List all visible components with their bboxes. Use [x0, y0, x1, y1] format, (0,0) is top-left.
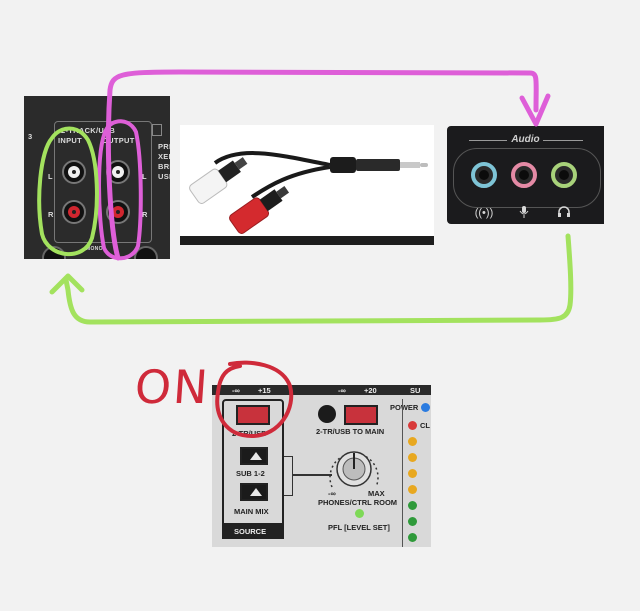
meter-led-8 — [408, 533, 417, 542]
microphone-icon — [514, 206, 534, 221]
side-text-3: BRE — [158, 162, 170, 171]
2tr-usb-to-main-label: 2-TR/USB TO MAIN — [316, 427, 385, 436]
xlr-icon — [318, 405, 336, 423]
2tr-usb-label: 2-TR/USB — [232, 429, 267, 438]
2tr-usb-to-main-button[interactable] — [344, 405, 378, 425]
meter-led-1 — [408, 421, 417, 430]
meter-led-5 — [408, 485, 417, 494]
audio-title-line-right — [543, 140, 583, 141]
meter-divider — [402, 399, 403, 547]
sub-1-2-label: SUB 1-2 — [236, 469, 265, 478]
mono-label: MONO — [86, 246, 103, 252]
laptop-audio-ports-photo: Audio ((•)) — [447, 126, 604, 224]
meter-led-4 — [408, 469, 417, 478]
output-label: OUTPUT — [102, 136, 135, 145]
main-mix-label: MAIN MIX — [234, 507, 269, 516]
scale-strip — [212, 385, 431, 395]
pfl-label: PFL [LEVEL SET] — [328, 523, 390, 532]
microphone-port[interactable] — [511, 162, 537, 188]
left-channel-label-output: L — [142, 172, 147, 181]
headphone-port[interactable] — [551, 162, 577, 188]
cable-photo-floor — [180, 236, 434, 245]
source-to-knob-line — [292, 474, 332, 476]
scale-left-min: -∞ — [232, 386, 240, 395]
headphone-icon — [554, 206, 574, 221]
input-right-rca-jack[interactable] — [62, 200, 86, 224]
power-led — [421, 403, 430, 412]
input-label: INPUT — [58, 136, 82, 145]
meter-led-2 — [408, 437, 417, 446]
knob-max-label: MAX — [368, 489, 385, 498]
meter-led-3 — [408, 453, 417, 462]
ports-bezel — [453, 148, 601, 208]
audio-title: Audio — [511, 134, 540, 145]
line-in-port[interactable] — [471, 162, 497, 188]
pink-connection-arrow — [105, 69, 539, 261]
phones-ctrl-room-label: PHONES/CTRL ROOM — [318, 498, 398, 507]
line-in-icon: ((•)) — [474, 207, 494, 219]
input-left-rca-jack[interactable] — [62, 160, 86, 184]
audio-title-line-left — [469, 140, 507, 141]
red-on-circle — [215, 360, 294, 439]
side-text-1: PRI — [158, 142, 170, 151]
2tr-usb-button[interactable] — [236, 405, 270, 425]
cable-illustration — [189, 151, 428, 234]
scale-mid-min: -∞ — [338, 386, 346, 395]
meter-led-7 — [408, 517, 417, 526]
clip-label: CL — [420, 421, 430, 430]
on-annotation: ON — [133, 360, 212, 414]
source-selector-panel: -∞ +15 -∞ +20 SU 2-TR/USB SUB 1-2 MAIN M… — [212, 385, 431, 547]
channel-number: 3 — [28, 132, 33, 141]
pink-output-circle — [97, 119, 143, 261]
two-track-usb-label: 2-TRACK/USB — [61, 126, 116, 135]
green-connection-arrow — [63, 233, 574, 325]
scale-right: SU — [410, 386, 421, 395]
side-text-4: USB — [158, 172, 170, 181]
green-input-circle — [37, 126, 99, 256]
scale-mid-max: +20 — [364, 386, 377, 395]
side-text-2: XEN — [158, 152, 170, 161]
sub-1-2-button[interactable] — [240, 447, 268, 465]
main-mix-button[interactable] — [240, 483, 268, 501]
side-mark — [152, 124, 162, 136]
right-channel-label-input: R — [48, 210, 54, 219]
meter-led-6 — [408, 501, 417, 510]
knob-min-label: -∞ — [328, 489, 336, 498]
left-channel-label-input: L — [48, 172, 53, 181]
pfl-led — [355, 509, 364, 518]
phones-ctrl-room-knob[interactable] — [324, 441, 384, 497]
pink-arrowhead — [519, 93, 551, 127]
green-arrowhead — [49, 273, 85, 295]
scale-left-max: +15 — [258, 386, 271, 395]
source-bracket — [284, 456, 293, 496]
source-footer — [222, 523, 284, 539]
rca-to-3-5mm-cable-photo — [180, 125, 434, 245]
right-channel-label-output: R — [142, 210, 148, 219]
source-label: SOURCE — [234, 527, 267, 536]
power-label: POWER — [390, 403, 419, 412]
